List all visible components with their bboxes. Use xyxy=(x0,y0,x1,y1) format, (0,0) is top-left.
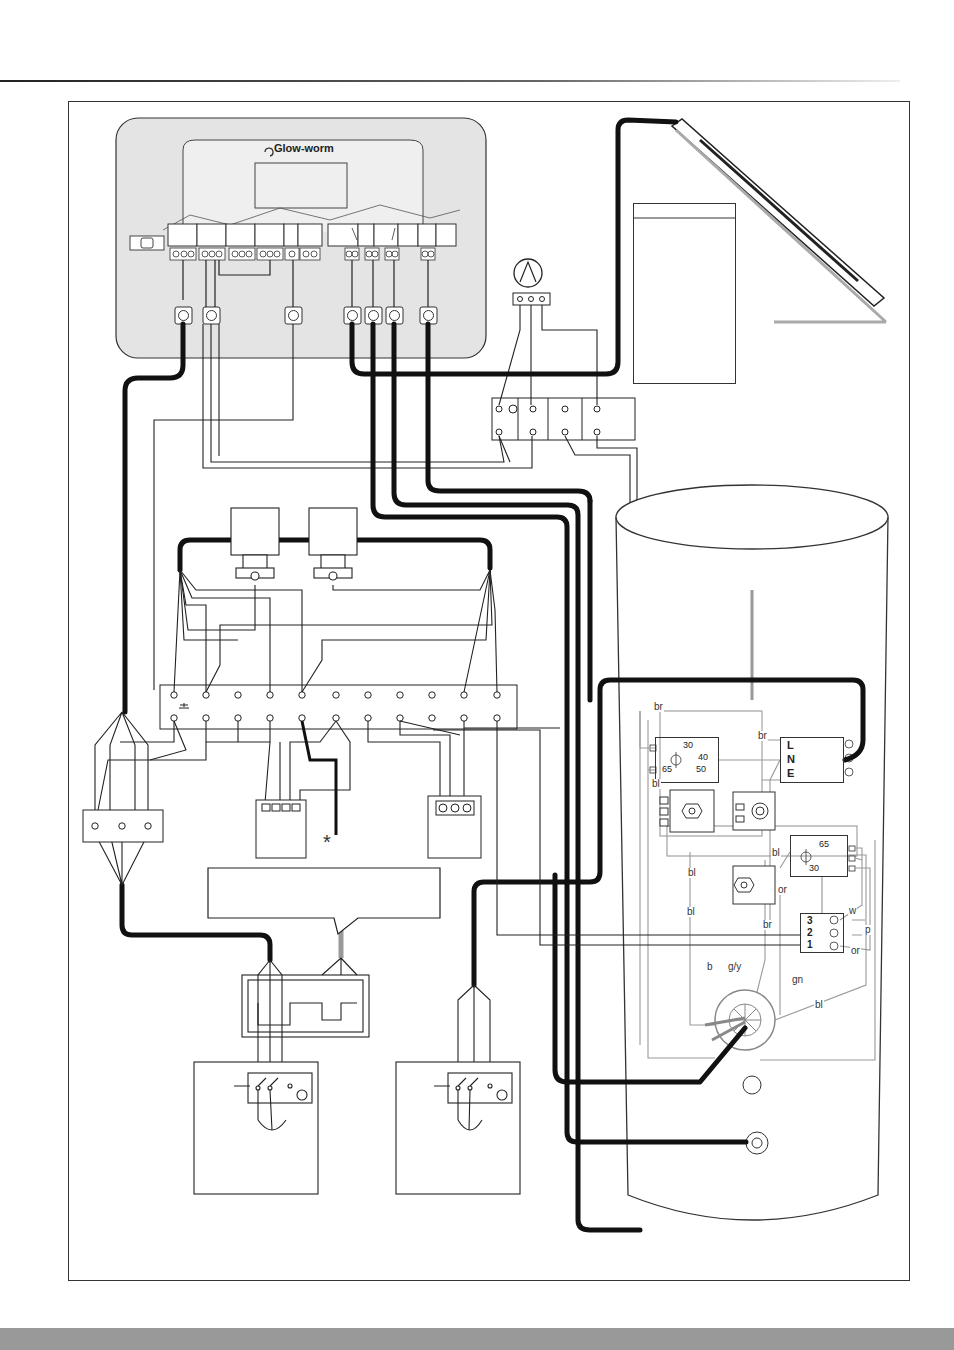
controller-housing: Glow-worm xyxy=(116,118,486,358)
wire xyxy=(719,759,780,760)
wire-colour: gn xyxy=(791,975,804,985)
mains-terminal-block: LNE xyxy=(780,737,844,783)
node-text: 40 xyxy=(698,753,708,762)
cylinder-thermostat: 30 40 50 65 xyxy=(655,737,719,783)
wire-colour: b xyxy=(706,962,714,972)
wire-colour: or xyxy=(850,946,861,956)
terminal-block: 3 2 1 xyxy=(800,913,844,953)
node-text: L xyxy=(787,740,794,751)
node-text: E xyxy=(787,768,794,779)
node-text: 30 xyxy=(809,864,819,873)
node-text: 30 xyxy=(683,741,693,750)
wire-colour: bl xyxy=(651,779,661,789)
callout-mark: * xyxy=(322,832,332,852)
header-rule xyxy=(0,80,900,82)
node-text: 1 xyxy=(807,940,813,950)
callout-box xyxy=(208,868,440,934)
wire-colour: br xyxy=(762,920,773,930)
footer-bar xyxy=(0,1328,954,1350)
motorised-valve xyxy=(231,508,357,580)
node-text: N xyxy=(787,754,795,765)
node-text: 3 xyxy=(807,916,813,926)
frame xyxy=(69,102,910,1281)
wire xyxy=(821,877,822,913)
node-text: 2 xyxy=(807,928,813,938)
boiler-outline xyxy=(634,204,736,384)
wire-colour: w xyxy=(848,906,857,916)
wire-colour: br xyxy=(757,731,768,741)
wire-colour: g/y xyxy=(727,962,742,972)
wire-colour: br xyxy=(653,702,664,712)
node-text: 65 xyxy=(662,765,672,774)
wire-colour: bl xyxy=(771,848,781,858)
cylinder xyxy=(616,485,888,1220)
overheat-thermostat: 65 30 xyxy=(790,835,848,877)
node-text: 50 xyxy=(696,765,706,774)
node-text: 65 xyxy=(819,840,829,849)
wire-colour: bl xyxy=(686,907,696,917)
wire-colour: bl xyxy=(687,868,697,878)
wire-colour: bl xyxy=(814,1000,824,1010)
wire-colour: p xyxy=(864,925,872,935)
wire-colour: or xyxy=(777,885,788,895)
controller-housing xyxy=(116,118,486,358)
pump-symbol xyxy=(513,259,550,305)
node-text: Glow-worm xyxy=(274,143,334,154)
immersion-heater xyxy=(705,990,775,1050)
junction-box xyxy=(492,398,635,440)
